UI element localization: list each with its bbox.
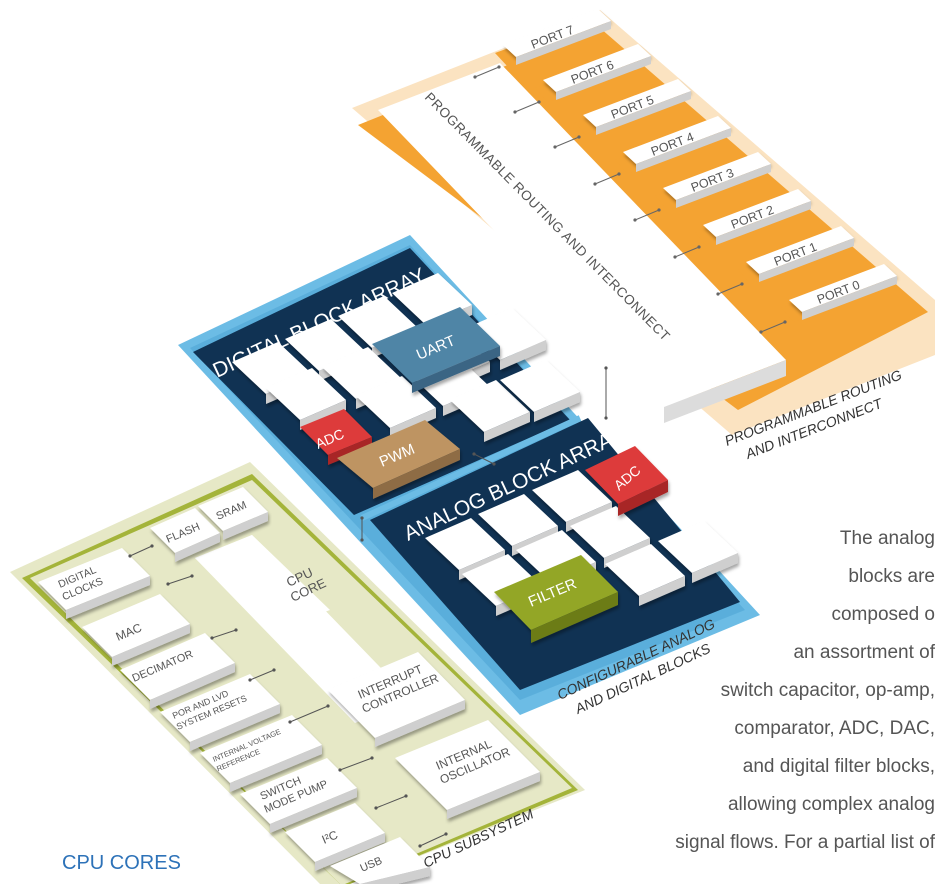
connector-arrows (128, 366, 608, 848)
port-block (495, 9, 611, 67)
interrupt-controller-block (328, 652, 465, 747)
decimator-block (120, 633, 235, 709)
port-connector (673, 245, 701, 259)
internal-oscillator-block (395, 720, 540, 819)
digital-clocks-block (38, 548, 150, 619)
description-line: and digital filter blocks, (742, 756, 935, 777)
digital-block-grid (232, 273, 580, 442)
pwm-block (337, 420, 460, 499)
port-connector (716, 282, 744, 296)
port-connector (759, 320, 787, 334)
port-connector (473, 65, 501, 79)
port-block (738, 226, 854, 284)
uart-block (372, 307, 500, 393)
port-block (781, 264, 897, 322)
port-connector (553, 135, 581, 149)
description-paragraph: The analog blocks are composed o an asso… (515, 520, 935, 862)
connector-arrow (210, 628, 238, 640)
digital-block (450, 380, 530, 442)
description-line: allowing complex analog (727, 794, 935, 815)
switch-mode-pump-block (240, 758, 357, 833)
por-block (160, 674, 280, 751)
connector-arrow (472, 452, 496, 466)
flash-block (150, 508, 220, 562)
connector-arrow (338, 756, 374, 772)
connector-arrow (166, 574, 194, 586)
usb-block (330, 837, 430, 884)
vref-block (200, 715, 322, 792)
port-connector (633, 208, 661, 222)
port-block (655, 152, 771, 210)
port-block (535, 44, 651, 102)
connector-arrow (604, 366, 608, 420)
array-divider (360, 415, 582, 521)
mac-block (82, 594, 190, 666)
port-block (695, 189, 811, 247)
connector-arrow (374, 794, 408, 810)
description-line: comparator, ADC, DAC, (734, 718, 935, 739)
connector-arrow (418, 832, 448, 848)
analog-block (658, 521, 738, 583)
filter-block (494, 555, 618, 643)
description-line: switch capacitor, op-amp, (720, 680, 935, 701)
analog-block (605, 544, 685, 606)
section-heading: CPU CORES (62, 852, 181, 874)
routing-box-top (378, 63, 786, 407)
port-connector (513, 100, 541, 114)
port-block (615, 116, 731, 174)
description-line: composed o (831, 604, 935, 625)
i2c-block (285, 803, 385, 871)
description-line: blocks are (848, 566, 935, 587)
connector-arrow (248, 668, 276, 682)
connector-arrow (128, 544, 154, 558)
digital-block (500, 360, 580, 422)
connector-arrow (360, 516, 364, 542)
port-connector (593, 172, 621, 186)
sram-block (198, 487, 268, 540)
routing-box-side (664, 360, 786, 423)
connector-arrow (288, 704, 330, 724)
description-line: signal flows. For a partial list of (675, 832, 935, 853)
i2c-block-label: I²C (320, 827, 341, 846)
description-line: an assortment of (793, 642, 935, 663)
digital-block (466, 308, 546, 370)
description-line: The analog (839, 528, 935, 549)
port-block (575, 79, 691, 137)
analog-adc-block (585, 446, 668, 516)
